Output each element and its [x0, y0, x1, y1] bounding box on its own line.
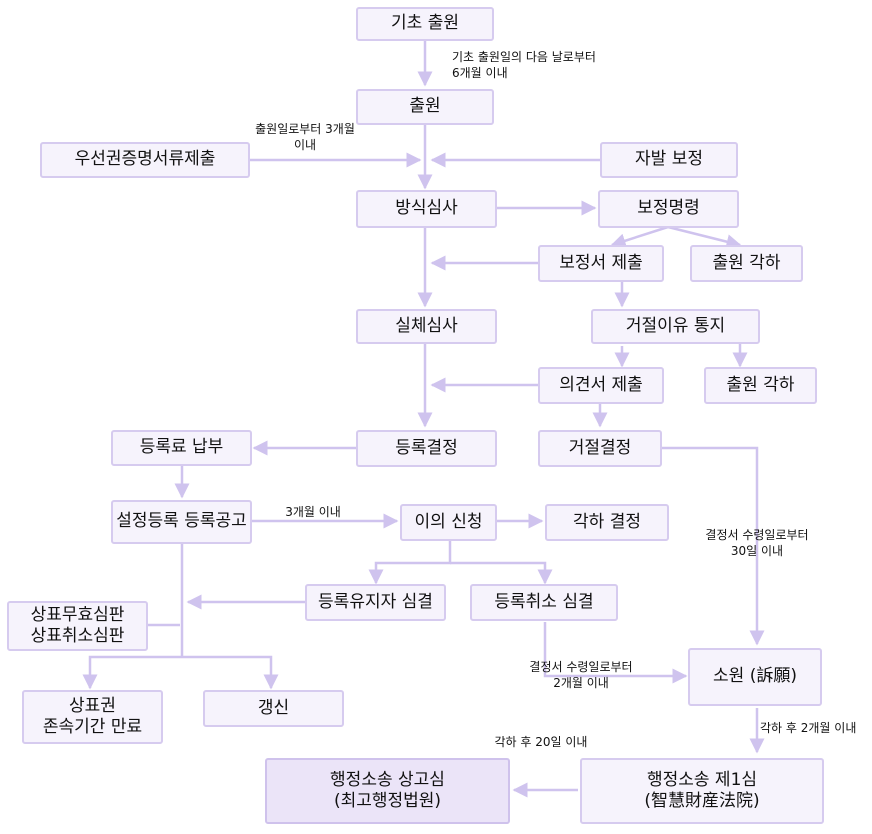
node-label: 거절결정: [568, 437, 632, 458]
annotation-line1: 각하 후 2개월 이내: [760, 721, 857, 735]
node-label-line2: 상표취소심판: [30, 626, 125, 646]
node-application-dismissal-1: 출원 각하: [690, 245, 803, 282]
node-application-dismissal-2: 출원 각하: [704, 367, 817, 404]
arrow-rejection-to-appeal: [662, 446, 765, 646]
node-amendment-order: 보정명령: [598, 190, 739, 228]
node-label: 설정등록 등록공고: [116, 511, 247, 532]
node-label: 거절이유 통지: [625, 315, 726, 336]
node-label: 방식심사: [395, 198, 458, 219]
annotation-publication-window: 3개월 이내: [262, 505, 364, 521]
annotation-cancellation-receipt-deadline: 결정서 수령일로부터 2개월 이내: [516, 660, 646, 691]
node-dismissal-decision: 각하 결정: [545, 504, 669, 541]
node-registration-decision: 등록결정: [356, 430, 497, 467]
annotation-line2: 이내: [293, 137, 317, 152]
annotation-line1: 기초 출원일의 다음 날로부터: [452, 50, 596, 64]
node-label-line1: 행정소송 제1심: [646, 769, 758, 790]
node-priority-documents: 우선권증명서류제출: [40, 142, 250, 178]
annotation-line2: 2개월 이내: [553, 675, 609, 690]
node-basic-filing: 기초 출원: [356, 7, 494, 41]
node-label: 소원 (訴願): [713, 666, 797, 687]
node-admin-litigation-first: 행정소송 제1심 (智慧財産法院): [580, 758, 824, 824]
node-rejection-reason-notice: 거절이유 통지: [591, 309, 760, 344]
annotation-basic-filing-deadline: 기초 출원일의 다음 날로부터 6개월 이내: [452, 50, 596, 81]
node-renewal: 갱신: [203, 690, 344, 727]
node-voluntary-amendment: 자발 보정: [600, 142, 738, 178]
node-admin-litigation-supreme: 행정소송 상고심 (최고행정법원): [265, 758, 510, 824]
node-label-line2: (최고행정법원): [333, 791, 442, 811]
annotation-line1: 각하 후 20일 이내: [494, 735, 588, 749]
node-registration-publication: 설정등록 등록공고: [111, 500, 252, 544]
node-registration-fee-payment: 등록료 납부: [111, 430, 252, 466]
node-label-line2: 존속기간 만료: [42, 717, 143, 737]
node-label: 등록취소 심결: [494, 591, 594, 612]
node-label: 보정명령: [637, 198, 700, 219]
node-formal-examination: 방식심사: [356, 190, 497, 228]
annotation-supreme-deadline: 각하 후 20일 이내: [476, 735, 606, 751]
node-label: 이의 신청: [414, 511, 483, 532]
node-label: 보정서 제출: [559, 252, 643, 273]
annotation-priority-deadline: 출원일로부터 3개월 이내: [246, 122, 364, 153]
annotation-line1: 출원일로부터 3개월: [255, 122, 355, 136]
annotation-first-instance-deadline: 각하 후 2개월 이내: [760, 721, 856, 737]
node-label: 출원: [409, 96, 441, 117]
node-label: 등록유지자 심결: [318, 591, 433, 612]
arrow-order-to-submit: [610, 225, 669, 249]
node-label: 갱신: [257, 697, 290, 718]
arrow-trunk-to-expiry: [82, 655, 182, 690]
node-rejection-decision: 거절결정: [538, 430, 662, 467]
node-opinion-submission: 의견서 제출: [538, 367, 664, 404]
node-registration-maintained: 등록유지자 심결: [305, 584, 446, 621]
node-opposition-filing: 이의 신청: [400, 504, 497, 541]
node-label: 출원 각하: [712, 252, 781, 273]
node-label-line1: 상표권: [69, 695, 116, 716]
annotation-rejection-receipt-deadline: 결정서 수령일로부터 30일 이내: [692, 528, 822, 559]
node-label: 실체심사: [395, 315, 458, 336]
annotation-line1: 결정서 수령일로부터: [529, 660, 633, 674]
arrow-order-to-dismiss: [667, 225, 742, 250]
node-registration-cancelled: 등록취소 심결: [470, 584, 618, 621]
node-filing: 출원: [356, 89, 494, 125]
annotation-line1: 3개월 이내: [285, 505, 341, 519]
arrow-trunk-to-renewal: [182, 655, 279, 690]
annotation-line1: 결정서 수령일로부터: [705, 528, 809, 542]
arrow-opposition-to-cancelled: [450, 561, 553, 585]
node-label-line2: (智慧財産法院): [644, 791, 760, 811]
node-label-line1: 상표무효심판: [30, 604, 125, 625]
node-label: 기초 출원: [391, 13, 459, 34]
node-label: 의견서 제출: [559, 374, 643, 395]
arrow-opposition-split: [368, 541, 452, 585]
arrow-cancelled-to-appeal: [543, 622, 688, 684]
node-invalidation-cancellation-trial: 상표무효심판 상표취소심판: [7, 601, 148, 651]
node-label-line1: 행정소송 상고심: [330, 769, 445, 790]
annotation-line2: 30일 이내: [730, 543, 784, 558]
node-appeal: 소원 (訴願): [688, 648, 822, 706]
node-label: 등록결정: [395, 437, 458, 458]
annotation-line2: 6개월 이내: [452, 65, 508, 80]
node-label: 자발 보정: [635, 149, 703, 170]
node-label: 출원 각하: [726, 374, 795, 395]
node-label: 등록료 납부: [139, 437, 224, 458]
node-substantive-examination: 실체심사: [356, 309, 497, 344]
node-term-expiry: 상표권 존속기간 만료: [22, 690, 163, 744]
node-label: 각하 결정: [573, 511, 641, 532]
node-label: 우선권증명서류제출: [74, 149, 216, 170]
node-amendment-submission: 보정서 제출: [538, 245, 664, 282]
